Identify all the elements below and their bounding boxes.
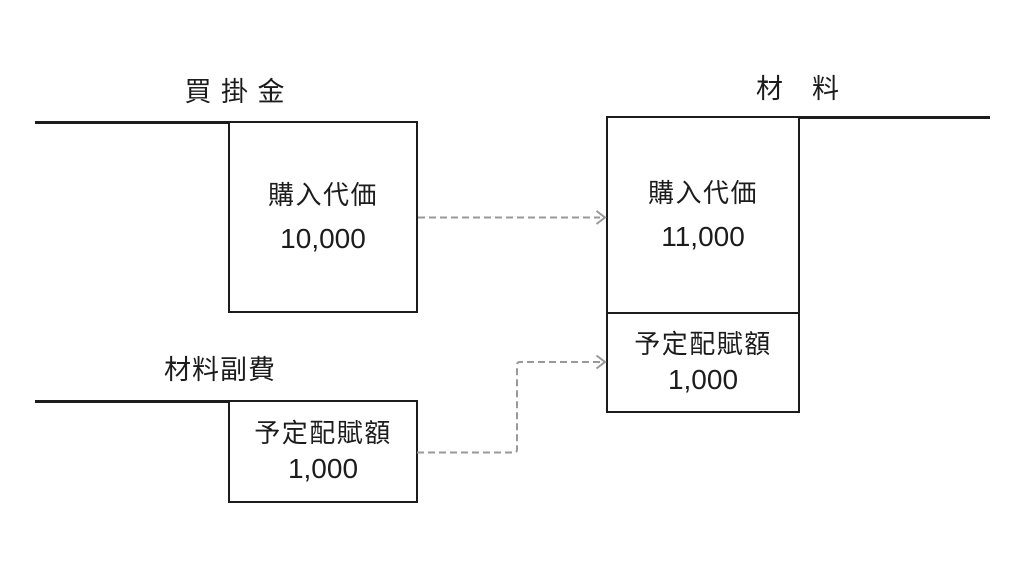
materials-allocation-cell: 予定配賦額 1,000 — [608, 314, 798, 411]
accounts-payable-title: 買 掛 金 — [184, 77, 286, 107]
materials-entry-box: 購入代価 11,000 予定配賦額 1,000 — [606, 116, 800, 413]
materials-allocation-amount: 1,000 — [667, 364, 739, 395]
material-overhead-entry-label: 予定配賦額 — [254, 418, 392, 448]
material-overhead-entry-box: 予定配賦額 1,000 — [228, 400, 418, 503]
accounts-payable-entry-amount: 10,000 — [280, 222, 366, 254]
allocation-flow-arrow — [417, 354, 607, 454]
accounts-payable-entry-label: 購入代価 — [267, 179, 378, 210]
accounts-payable-entry-box: 購入代価 10,000 — [228, 121, 418, 313]
materials-purchase-label: 購入代価 — [647, 177, 758, 208]
materials-purchase-amount: 11,000 — [661, 220, 745, 252]
material-overhead-entry-amount: 1,000 — [287, 453, 359, 484]
material-overhead-title: 材料副費 — [164, 355, 276, 385]
materials-purchase-cell: 購入代価 11,000 — [608, 118, 798, 314]
accounts-payable-account-line — [35, 121, 418, 124]
materials-title: 材 料 — [756, 74, 840, 104]
purchase-flow-arrow — [418, 210, 607, 225]
materials-allocation-label: 予定配賦額 — [634, 329, 772, 359]
material-overhead-account-line — [35, 400, 418, 403]
